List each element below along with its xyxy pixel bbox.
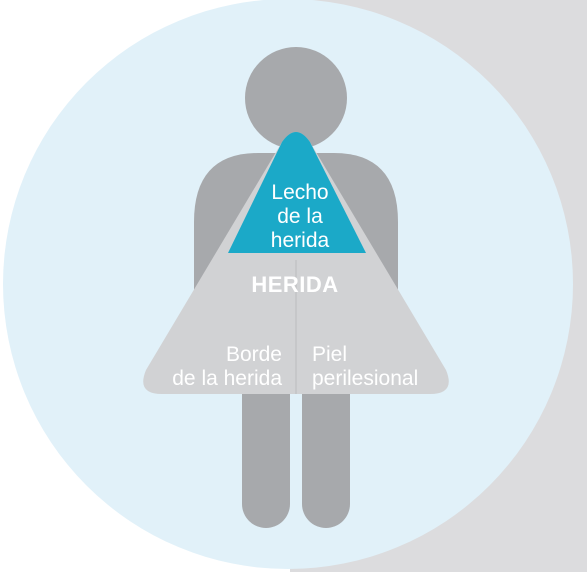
wound-bed-label: Lecho de la herida bbox=[230, 181, 370, 253]
wound-bed-label-line2: de la bbox=[277, 205, 323, 228]
periwound-skin-label-line1: Piel bbox=[312, 343, 348, 366]
wound-edge-label: Borde de la herida bbox=[120, 343, 282, 391]
wound-divider bbox=[295, 260, 297, 394]
wound-center-label: HERIDA bbox=[251, 272, 339, 297]
wound-bed-label-line3: herida bbox=[270, 229, 330, 252]
wound-edge-label-line1: Borde bbox=[225, 343, 282, 366]
periwound-skin-label-line2: perilesional bbox=[312, 367, 419, 390]
person-left-leg bbox=[242, 360, 290, 528]
wound-edge-label-line2: de la herida bbox=[172, 367, 282, 390]
wound-bed-triangle bbox=[228, 132, 366, 253]
person-head bbox=[245, 47, 347, 149]
periwound-skin-label: Piel perilesional bbox=[312, 343, 472, 391]
person-right-leg bbox=[302, 360, 350, 528]
wound-bed-label-line1: Lecho bbox=[271, 181, 329, 204]
